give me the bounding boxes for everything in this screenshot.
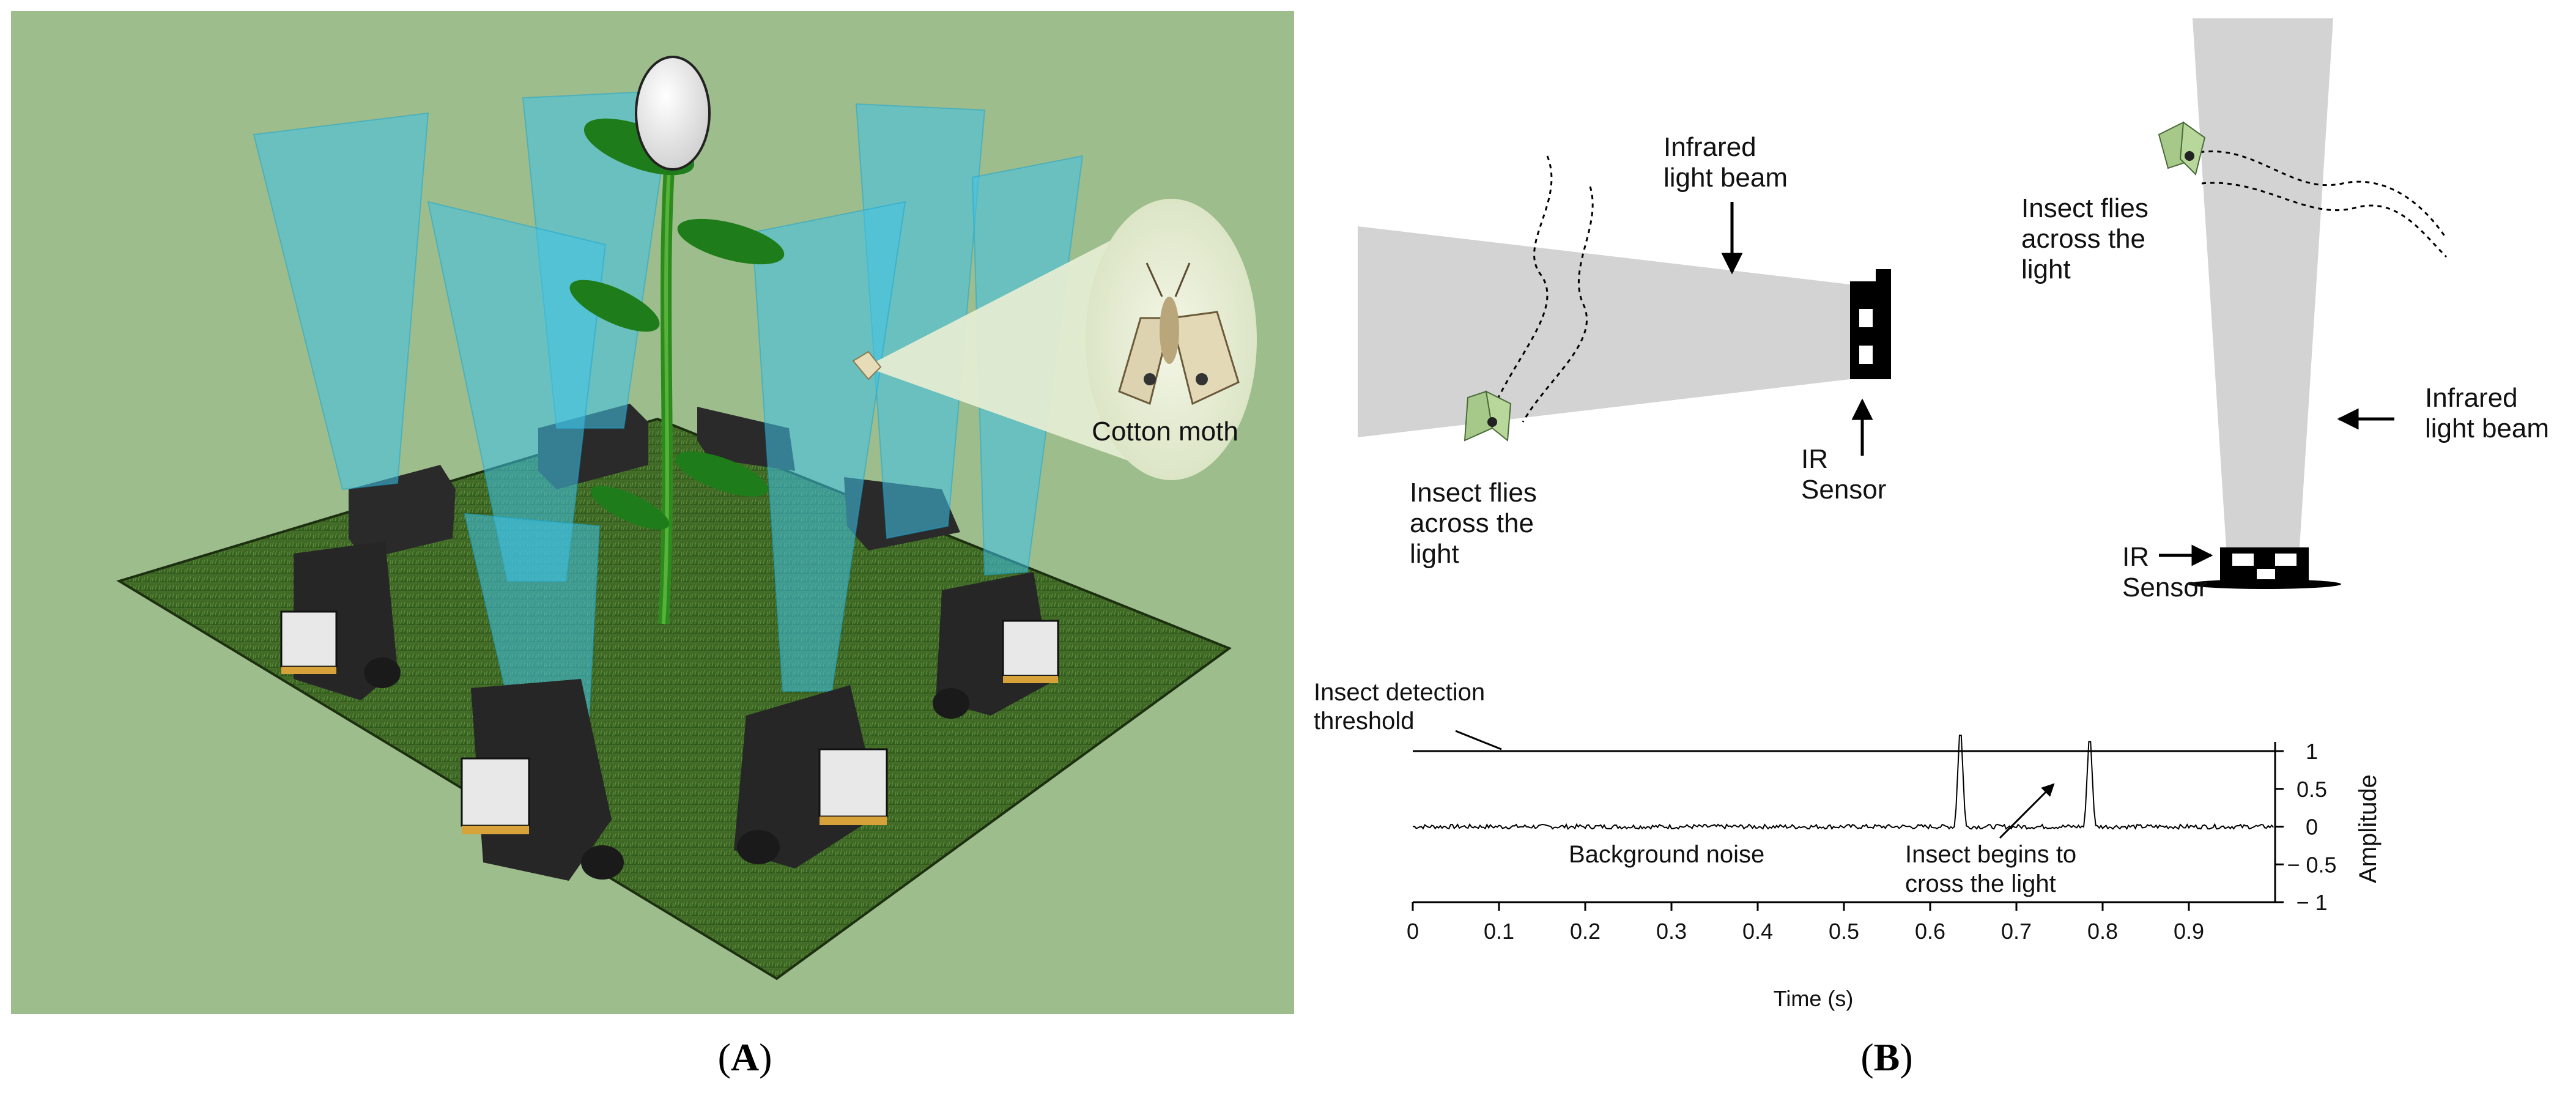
x-tick-label: 0.5 — [1829, 919, 1859, 944]
x-tick-label: 0.1 — [1484, 919, 1514, 944]
side-insect-label-1: Insect flies — [1410, 478, 1537, 508]
top-beam-label-1: Infrared — [2425, 383, 2518, 413]
x-tick-label: 0.8 — [2087, 919, 2118, 944]
chart-series — [1412, 735, 2274, 831]
y-tick-label: 0 — [2306, 815, 2318, 840]
cotton-boll — [635, 56, 711, 171]
y-tick-label: 0.5 — [2297, 777, 2327, 802]
panel-a: Cotton moth — [11, 11, 1294, 1014]
side-sensor-label-2: Sensor — [1801, 475, 1886, 505]
infrared-beams — [253, 89, 1084, 753]
side-insect-label-3: light — [1410, 539, 1459, 569]
panel-b-top-view: Insect flies across the light Infrared l… — [2021, 18, 2549, 602]
top-insect-label-3: light — [2021, 254, 2071, 284]
panel-b-caption: (B) — [1860, 1036, 1912, 1079]
moth-callout: Cotton moth — [852, 199, 1257, 480]
top-ir-sensor — [2188, 547, 2341, 589]
top-beam-label-2: light beam — [2425, 413, 2549, 443]
beam-back-left — [253, 112, 429, 491]
panel-a-letter: A — [731, 1036, 759, 1079]
x-tick-label: 0.3 — [1656, 919, 1687, 944]
panel-a-caption: (A) — [718, 1036, 772, 1079]
threshold-pointer — [1455, 730, 1502, 750]
x-axis-label: Time (s) — [1774, 986, 1854, 1011]
sensor-front-right — [734, 685, 888, 869]
crossing-label-2: cross the light — [1905, 870, 2056, 897]
noise-label: Background noise — [1569, 841, 1764, 868]
cotton-plant — [569, 56, 785, 624]
x-tick-label: 0.6 — [1915, 919, 1945, 944]
crossing-arrow — [1999, 783, 2055, 839]
front-sensors — [280, 541, 1059, 881]
x-tick-label: 0.2 — [1570, 919, 1601, 944]
threshold-label-2: threshold — [1314, 708, 1415, 735]
small-moth — [852, 350, 882, 380]
x-tick-label: 0.7 — [2001, 919, 2032, 944]
side-ir-sensor — [1850, 269, 1891, 379]
side-beam-label-2: light beam — [1664, 163, 1788, 193]
crossing-label-1: Insect begins to — [1905, 841, 2076, 868]
top-beam — [2193, 18, 2333, 547]
side-moth — [1464, 390, 1512, 442]
sensor-front-left — [461, 679, 624, 881]
top-insect-label-1: Insect flies — [2021, 193, 2149, 223]
threshold-label-1: Insect detection — [1314, 679, 1485, 706]
y-tick-label: 1 — [2306, 739, 2318, 764]
panel-b-side-view: Infrared light beam IR Sensor Insect fli… — [1358, 132, 1891, 569]
sensor-right — [933, 572, 1059, 719]
chart-ticks: 0 0.1 0.2 0.3 0.4 0.5 0.6 0.7 0.8 0.9 1 0.5 0 − 0.5 − … — [1407, 739, 2337, 944]
panel-b-letter: B — [1874, 1036, 1900, 1079]
side-insect-label-2: across the — [1410, 508, 1534, 538]
top-sensor-label-1: IR — [2122, 542, 2149, 572]
signal-chart: 0 0.1 0.2 0.3 0.4 0.5 0.6 0.7 0.8 0.9 1 0.5 0 − 0.5 − … — [1314, 679, 2382, 1011]
chart-axes — [1413, 742, 2276, 903]
side-flight-path — [1497, 155, 1594, 423]
side-sensor-label-1: IR — [1801, 444, 1828, 474]
side-beam — [1358, 226, 1850, 437]
side-beam-label-1: Infrared — [1664, 132, 1756, 162]
signal-line — [1412, 735, 2274, 831]
top-moth — [2158, 121, 2206, 176]
x-tick-label: 0 — [1407, 919, 1419, 944]
y-tick-label: − 0.5 — [2287, 852, 2336, 877]
y-axis-label: Amplitude — [2355, 774, 2382, 883]
sensor-left — [280, 541, 401, 700]
y-tick-label: − 1 — [2296, 890, 2327, 915]
cotton-moth-image — [1118, 262, 1240, 406]
top-sensor-label-2: Sensor — [2122, 572, 2207, 602]
top-flight-path — [2183, 150, 2448, 258]
x-tick-label: 0.9 — [2174, 919, 2204, 944]
cotton-moth-label: Cotton moth — [1092, 417, 1238, 446]
x-tick-label: 0.4 — [1742, 919, 1773, 944]
top-insect-label-2: across the — [2021, 224, 2145, 254]
